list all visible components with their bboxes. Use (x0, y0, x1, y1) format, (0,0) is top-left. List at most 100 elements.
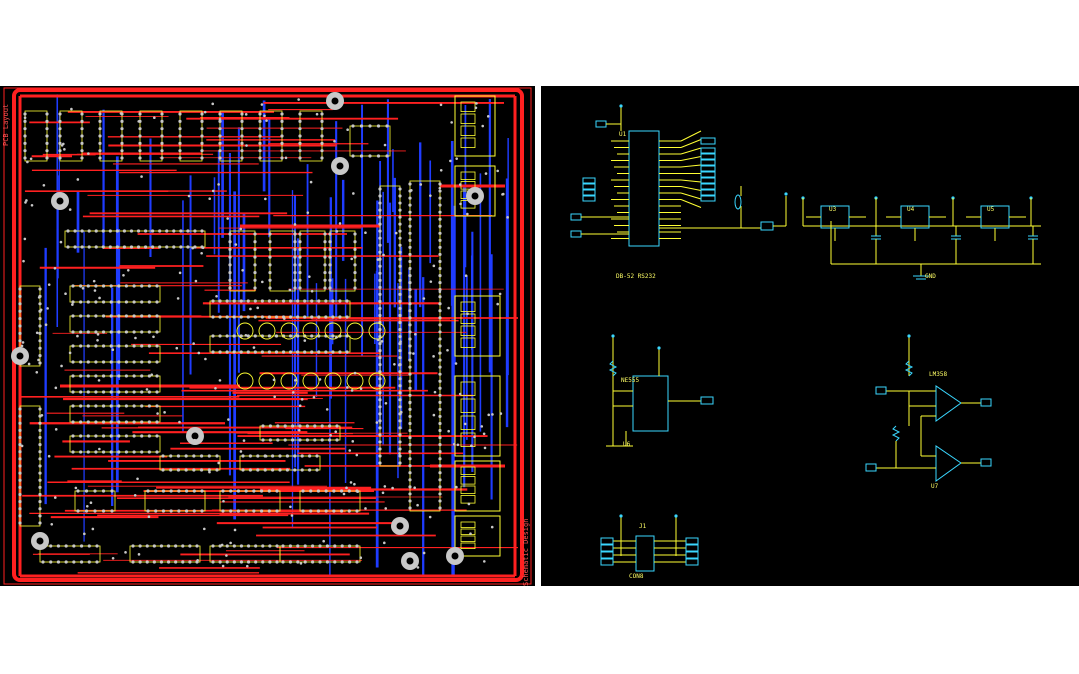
pad (218, 156, 222, 160)
ic-footprint (129, 545, 201, 563)
transistor-footprint (368, 322, 386, 340)
pad (398, 229, 402, 233)
pad (71, 390, 75, 394)
pad (256, 468, 260, 472)
pad (305, 438, 309, 442)
pad (408, 435, 412, 440)
pad (328, 286, 332, 290)
pad (378, 461, 382, 465)
via (27, 362, 31, 366)
drill-hole (331, 97, 339, 105)
pad (122, 229, 127, 233)
pad (296, 560, 300, 564)
pad (398, 377, 402, 381)
pad (132, 284, 136, 288)
pad (109, 314, 113, 318)
pad (23, 127, 27, 131)
pad (268, 263, 272, 267)
pad (378, 306, 382, 311)
via (345, 486, 348, 490)
pad (288, 350, 293, 354)
pad (225, 334, 229, 338)
pad (276, 424, 280, 428)
pad (94, 300, 98, 304)
via (475, 102, 478, 105)
via (335, 230, 339, 233)
via (63, 148, 66, 151)
via (91, 527, 95, 531)
via (375, 421, 379, 424)
pad (132, 404, 136, 408)
pad (408, 323, 412, 327)
pad (333, 560, 337, 564)
pad (261, 438, 265, 442)
via (284, 156, 288, 160)
opamp-triangle (935, 385, 962, 422)
pad (398, 405, 402, 409)
pad (84, 509, 89, 513)
pad (253, 247, 257, 252)
pad (323, 240, 327, 244)
pad (132, 330, 136, 334)
pad (408, 421, 412, 426)
via (50, 523, 54, 526)
pad (38, 450, 42, 454)
pad (109, 390, 113, 394)
pad (339, 489, 344, 493)
pad (408, 245, 412, 249)
connector-pin (460, 415, 476, 431)
connector-footprint (454, 515, 501, 557)
pad (98, 119, 102, 123)
pad (378, 377, 382, 381)
pad (188, 544, 192, 548)
via (398, 452, 401, 455)
pad (160, 119, 164, 123)
via (364, 507, 367, 510)
pad (18, 500, 22, 504)
pad (253, 240, 257, 244)
net-label (685, 544, 699, 552)
board-frame (3, 87, 532, 585)
drill-hole (471, 192, 479, 200)
via (71, 303, 74, 306)
via (156, 412, 159, 415)
pad (236, 489, 241, 493)
via (81, 286, 85, 290)
pad (140, 434, 144, 438)
pad (188, 560, 192, 564)
via (140, 175, 143, 178)
pad (340, 560, 344, 564)
pad (320, 119, 324, 123)
pad (438, 259, 442, 264)
via (203, 527, 206, 531)
pad (186, 245, 190, 249)
pad (177, 509, 181, 513)
via (455, 157, 458, 160)
via (422, 297, 426, 300)
pad (155, 374, 159, 378)
pad (408, 386, 412, 390)
connector-pin (460, 466, 476, 475)
pad (228, 270, 232, 275)
via (383, 485, 387, 488)
timer-caption: NE555 (621, 377, 639, 384)
pad (215, 454, 219, 458)
pad (408, 414, 412, 419)
pad (218, 112, 222, 116)
pad (298, 270, 302, 275)
pad (101, 360, 106, 364)
via (356, 490, 360, 493)
ic-footprint (229, 230, 256, 292)
via (211, 102, 215, 106)
pad (94, 450, 98, 454)
via (432, 264, 436, 268)
pad (338, 299, 342, 303)
pad (132, 450, 136, 454)
pad (300, 468, 304, 472)
pad (324, 489, 328, 493)
pad (101, 420, 106, 424)
pad (18, 478, 22, 482)
opamp-ref: U7 (931, 483, 939, 490)
pad (398, 320, 402, 325)
pad (79, 344, 83, 348)
